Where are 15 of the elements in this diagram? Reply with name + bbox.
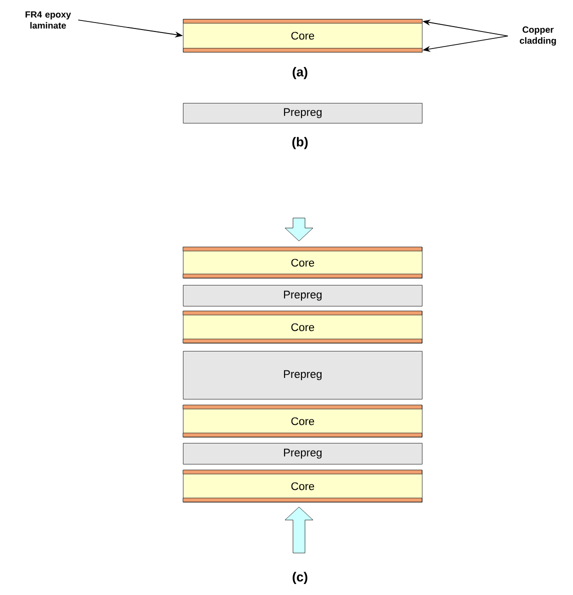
core-layer: Core <box>182 310 422 344</box>
prepreg-layer: Prepreg <box>183 443 422 464</box>
copper-strip <box>183 48 422 52</box>
prepreg-layer: Prepreg <box>183 103 422 124</box>
core-layer: Core <box>182 246 422 278</box>
prepreg-layer: Prepreg <box>183 285 422 306</box>
prepreg-layer: Prepreg <box>183 351 422 400</box>
core-layer: Core <box>182 470 422 502</box>
callout-text: Copper cladding <box>520 26 556 46</box>
panel-label: (c) <box>292 572 308 584</box>
callout-text: FR4 epoxy laminate <box>26 11 71 29</box>
panel-label: (a) <box>292 66 308 80</box>
copper-strip <box>183 19 422 24</box>
core-layer: Core <box>182 404 422 438</box>
panel-label: (b) <box>292 136 308 150</box>
